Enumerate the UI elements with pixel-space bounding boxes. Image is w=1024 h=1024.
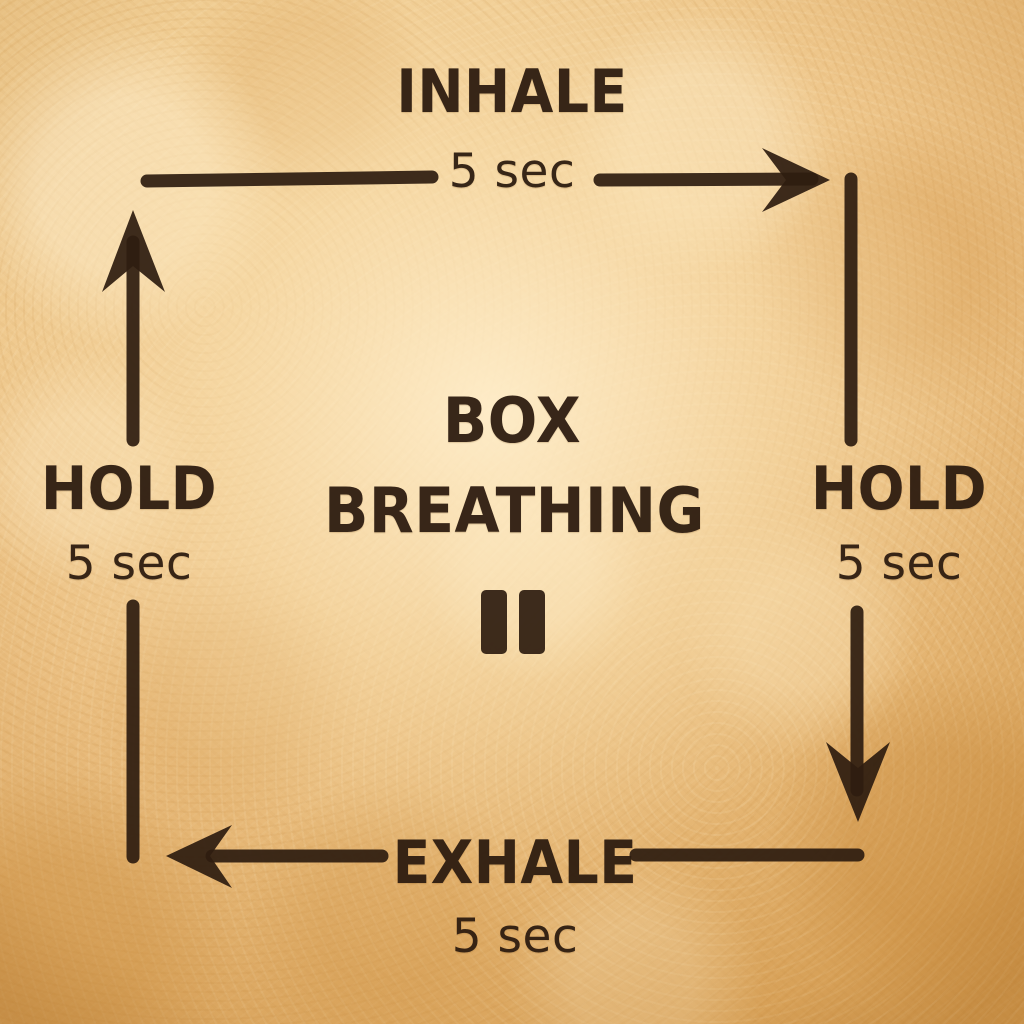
pause-bar-right [519, 590, 545, 654]
arrow-up-icon [102, 210, 165, 447]
poster-title-line-1: BOX [442, 384, 582, 457]
arrow-left-icon [166, 825, 865, 888]
pause-icon [481, 590, 545, 654]
hold-right-label: HOLD [811, 454, 987, 524]
hold-left-duration: 5 sec [65, 536, 193, 591]
pause-bar-left [481, 590, 507, 654]
hold-left-label: HOLD [41, 454, 217, 524]
inhale-duration: 5 sec [448, 144, 576, 199]
arrow-right-icon [140, 148, 830, 212]
exhale-duration: 5 sec [451, 909, 579, 964]
poster-title-line-2: BREATHING [324, 474, 705, 547]
exhale-label: EXHALE [392, 828, 638, 898]
arrow-down-icon [826, 605, 890, 822]
inhale-label: INHALE [396, 57, 628, 127]
hold-right-duration: 5 sec [835, 536, 963, 591]
